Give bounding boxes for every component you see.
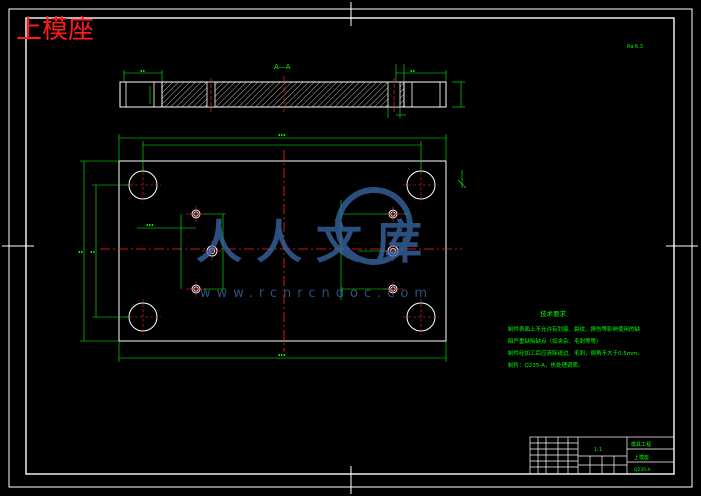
title-block-scale: 1:1 — [594, 447, 602, 453]
watermark-url: www.rcnrcndoc.com — [200, 286, 433, 301]
watermark-logo-ring — [335, 187, 413, 265]
roughness-mark: Ra 6.3 — [627, 44, 643, 50]
svg-text:∎∎∎: ∎∎∎ — [278, 132, 286, 137]
tech-requirements: 技术要求 制件表面上不允许有划痕、裂纹、擦伤等影响使用的缺 陷严重缺陷缺点（如夹… — [508, 309, 643, 369]
svg-text:∎∎: ∎∎ — [410, 68, 415, 73]
title-block-company: 模具工程 — [631, 441, 651, 448]
watermark: 人人文库 www.rcnrcndoc.com — [196, 187, 436, 301]
svg-text:∎∎∎: ∎∎∎ — [278, 352, 286, 357]
watermark-text: 人人文库 — [196, 215, 436, 269]
tech-heading: 技术要求 — [540, 309, 567, 318]
tech-line-3: 制件经加工后应清除锐边、毛刺，倒角不大于0.5mm。 — [508, 349, 643, 357]
drawing-title: 上模座 — [16, 15, 94, 45]
svg-text:∎∎∎: ∎∎∎ — [146, 222, 154, 227]
svg-text:∎∎: ∎∎ — [90, 249, 95, 254]
tech-line-2: 陷严重缺陷缺点（如夹杂、毛刺等等） — [508, 337, 602, 345]
section-label: A—A — [274, 63, 291, 71]
tech-line-1: 制件表面上不允许有划痕、裂纹、擦伤等影响使用的缺 — [508, 325, 641, 333]
tech-line-4: 制件：Q235-A，热处理调质。 — [508, 361, 583, 369]
title-block-name: 上模座 — [634, 454, 649, 461]
title-block-material: Q235-A — [634, 467, 652, 473]
section-view — [119, 64, 465, 118]
section-right-pocket — [403, 81, 447, 108]
plan-view: ∎∎∎ ∎∎∎ ∎∎ ∎∎ ∎∎∎ ∎∎ ∎∎ — [78, 68, 467, 362]
section-left-pocket — [119, 81, 163, 108]
plan-dimensions — [80, 134, 467, 362]
title-block — [529, 436, 675, 475]
svg-text:∎∎: ∎∎ — [78, 249, 83, 254]
svg-text:∎∎: ∎∎ — [140, 68, 145, 73]
plate-outline — [118, 160, 447, 342]
